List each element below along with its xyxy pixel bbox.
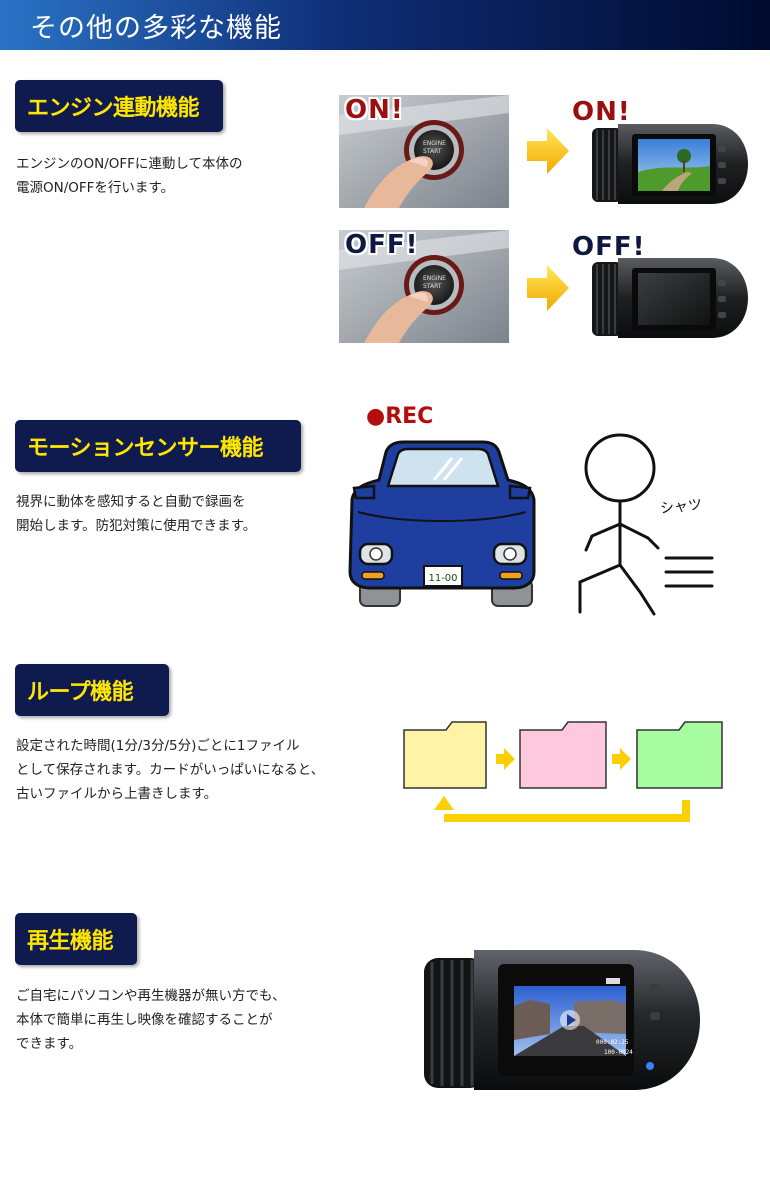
loop-arrow-2-icon (612, 748, 631, 770)
loop-diagram (400, 718, 730, 832)
loop-feature-badge: ループ機能 (15, 664, 169, 716)
loop-arrow-1-icon (496, 748, 515, 770)
motion-desc-line-1: 視界に動体を感知すると自動で録画を (16, 494, 246, 510)
playback-feature-description: ご自宅にパソコンや再生機器が無い方でも、 本体で簡単に再生し映像を確認することが… (16, 984, 286, 1056)
playback-desc-line-1: ご自宅にパソコンや再生機器が無い方でも、 (16, 988, 286, 1004)
rec-label: ●REC (366, 404, 434, 429)
playback-time-text: 000:02:25 (596, 1039, 629, 1046)
loop-feature-title: ループ機能 (27, 680, 134, 705)
svg-text:START: START (423, 148, 442, 155)
dashcam-playback-image: 000:02:25 100-0024 (424, 944, 702, 1100)
engine-button-text: ENGINE (423, 140, 446, 147)
engine-feature-title: エンジン連動機能 (27, 96, 200, 121)
license-plate-text: 11-00 (428, 573, 457, 584)
loop-desc-line-1: 設定された時間(1分/3分/5分)ごとに1ファイル (16, 738, 300, 754)
playback-feature-badge: 再生機能 (15, 913, 137, 965)
car-illustration: 11-00 (344, 440, 540, 614)
page-header: その他の多彩な機能 (0, 0, 770, 50)
loop-desc-line-3: 古いファイルから上書きします。 (16, 786, 218, 802)
folder-2-icon (519, 721, 607, 789)
engine-on-label-left: ON! (345, 95, 404, 125)
dashcam-on-image (592, 120, 748, 212)
engine-feature-badge: エンジン連動機能 (15, 80, 223, 132)
playback-desc-line-3: できます。 (16, 1036, 83, 1052)
playback-desc-line-2: 本体で簡単に再生し映像を確認することが (16, 1012, 273, 1028)
engine-off-label-right: OFF! (572, 232, 646, 262)
engine-desc-line-2: 電源ON/OFFを行います。 (16, 180, 175, 196)
svg-text:ENGINE: ENGINE (423, 275, 446, 282)
folder-3-icon (636, 721, 723, 789)
stick-figure-illustration (570, 432, 720, 622)
motion-feature-description: 視界に動体を感知すると自動で録画を 開始します。防犯対策に使用できます。 (16, 490, 256, 538)
motion-desc-line-2: 開始します。防犯対策に使用できます。 (16, 518, 257, 534)
engine-feature-description: エンジンのON/OFFに連動して本体の 電源ON/OFFを行います。 (16, 152, 243, 200)
engine-start-photo-on: ENGINE START (339, 95, 509, 208)
engine-off-arrow-icon (527, 265, 569, 315)
playback-file-text: 100-0024 (604, 1049, 633, 1056)
loop-return-arrow-icon (434, 796, 690, 822)
engine-off-label-left: OFF! (345, 230, 419, 260)
engine-start-photo-off: ENGINE START (339, 230, 509, 343)
folder-1-icon (403, 721, 487, 789)
page-title: その他の多彩な機能 (30, 13, 282, 44)
loop-feature-description: 設定された時間(1分/3分/5分)ごとに1ファイル として保存されます。カードが… (16, 734, 324, 806)
motion-feature-title: モーションセンサー機能 (27, 436, 264, 461)
engine-desc-line-1: エンジンのON/OFFに連動して本体の (16, 156, 243, 172)
svg-text:START: START (423, 283, 442, 290)
motion-feature-badge: モーションセンサー機能 (15, 420, 301, 472)
engine-on-arrow-icon (527, 128, 569, 178)
loop-desc-line-2: として保存されます。カードがいっぱいになると、 (16, 762, 325, 778)
engine-on-label-right: ON! (572, 97, 631, 127)
playback-feature-title: 再生機能 (27, 929, 114, 954)
dashcam-off-image (592, 254, 748, 346)
